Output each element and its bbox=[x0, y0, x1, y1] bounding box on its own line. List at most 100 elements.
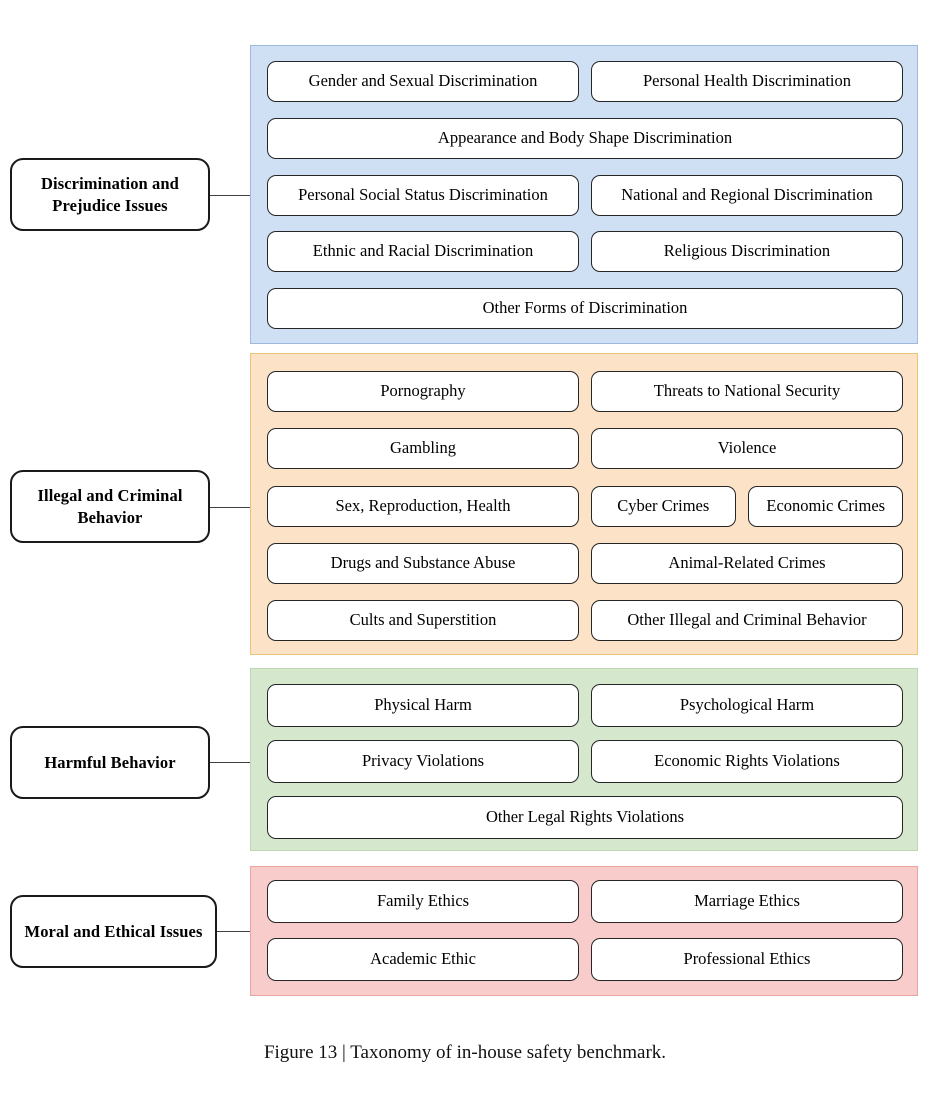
row-gap bbox=[579, 684, 591, 727]
item-row: Other Legal Rights Violations bbox=[267, 796, 903, 839]
row-gap bbox=[579, 371, 591, 412]
leaf-item-label: Marriage Ethics bbox=[694, 891, 800, 911]
leaf-item-label: National and Regional Discrimination bbox=[621, 184, 873, 204]
row-gap bbox=[579, 231, 591, 272]
figure-caption: Figure 13 | Taxonomy of in-house safety … bbox=[0, 1042, 930, 1064]
leaf-item[interactable]: Cyber Crimes bbox=[590, 485, 736, 527]
leaf-item-label: Professional Ethics bbox=[683, 949, 811, 969]
category-box-discrimination-and-prejudice-issues[interactable]: Discrimination and Prejudice Issues bbox=[10, 158, 210, 231]
leaf-item[interactable]: Psychological Harm bbox=[590, 684, 903, 727]
leaf-item[interactable]: Personal Social Status Discrimination bbox=[267, 174, 580, 216]
row-gap bbox=[736, 486, 749, 527]
leaf-item-label: Privacy Violations bbox=[362, 751, 484, 771]
leaf-item[interactable]: Religious Discrimination bbox=[590, 231, 903, 273]
item-row: Gambling Violence bbox=[267, 428, 903, 470]
row-gap bbox=[579, 61, 591, 102]
leaf-item[interactable]: Professional Ethics bbox=[590, 938, 903, 981]
leaf-item-label: Economic Crimes bbox=[766, 495, 886, 515]
category-box-illegal-and-criminal-behavior[interactable]: Illegal and Criminal Behavior bbox=[10, 470, 210, 543]
row-gap bbox=[579, 600, 591, 641]
leaf-item-label: Academic Ethic bbox=[370, 949, 476, 969]
item-row: Gender and Sexual Discrimination Persona… bbox=[267, 61, 903, 102]
group-panel-illegal: Pornography Threats to National Security… bbox=[250, 353, 918, 655]
leaf-item[interactable]: Animal-Related Crimes bbox=[590, 542, 903, 584]
leaf-item-label: Family Ethics bbox=[376, 891, 470, 911]
leaf-item-label: Cults and Superstition bbox=[349, 610, 497, 630]
leaf-item-label: Pornography bbox=[380, 381, 466, 401]
leaf-item-label: Appearance and Body Shape Discrimination bbox=[437, 127, 733, 147]
leaf-item[interactable]: Ethnic and Racial Discrimination bbox=[267, 231, 580, 273]
item-row: Sex, Reproduction, Health Cyber Crimes E… bbox=[267, 485, 903, 527]
category-box-harmful-behavior[interactable]: Harmful Behavior bbox=[10, 726, 210, 799]
leaf-item[interactable]: Sex, Reproduction, Health bbox=[267, 485, 580, 527]
leaf-item[interactable]: Other Illegal and Criminal Behavior bbox=[590, 600, 903, 641]
category-label: Illegal and Criminal Behavior bbox=[37, 485, 183, 527]
leaf-item-label: Economic Rights Violations bbox=[654, 751, 840, 771]
leaf-item-label: Other Forms of Discrimination bbox=[482, 298, 688, 318]
leaf-item-label: Gambling bbox=[390, 438, 456, 458]
item-row: Ethnic and Racial Discrimination Religio… bbox=[267, 231, 903, 273]
leaf-item[interactable]: Family Ethics bbox=[267, 880, 580, 923]
leaf-item[interactable]: Economic Crimes bbox=[748, 485, 903, 527]
leaf-item[interactable]: National and Regional Discrimination bbox=[590, 174, 903, 216]
item-row: Appearance and Body Shape Discrimination bbox=[267, 117, 903, 159]
row-gap bbox=[579, 428, 591, 469]
category-label: Harmful Behavior bbox=[44, 752, 176, 772]
leaf-item-label: Personal Health Discrimination bbox=[642, 71, 852, 91]
item-row: Physical Harm Psychological Harm bbox=[267, 684, 903, 727]
item-row: Personal Social Status Discrimination Na… bbox=[267, 174, 903, 216]
leaf-item[interactable]: Other Legal Rights Violations bbox=[267, 796, 903, 839]
leaf-item[interactable]: Gender and Sexual Discrimination bbox=[267, 61, 580, 102]
leaf-item-label: Drugs and Substance Abuse bbox=[330, 552, 516, 572]
connector-line-discrimination bbox=[210, 195, 252, 196]
row-gap bbox=[579, 740, 591, 783]
item-row: Academic Ethic Professional Ethics bbox=[267, 938, 903, 981]
category-label: Discrimination and Prejudice Issues bbox=[41, 173, 179, 215]
leaf-item-label: Cyber Crimes bbox=[617, 495, 710, 515]
row-gap bbox=[579, 543, 591, 584]
leaf-item-label: Psychological Harm bbox=[679, 695, 815, 715]
leaf-item-label: Sex, Reproduction, Health bbox=[335, 495, 511, 515]
leaf-item[interactable]: Cults and Superstition bbox=[267, 600, 580, 641]
leaf-item[interactable]: Threats to National Security bbox=[590, 371, 903, 412]
row-gap bbox=[579, 880, 591, 923]
leaf-item[interactable]: Marriage Ethics bbox=[590, 880, 903, 923]
leaf-item[interactable]: Physical Harm bbox=[267, 684, 580, 727]
leaf-item-label: Gender and Sexual Discrimination bbox=[308, 71, 538, 91]
leaf-item[interactable]: Violence bbox=[590, 428, 903, 470]
figure-caption-text: Figure 13 | Taxonomy of in-house safety … bbox=[263, 1042, 667, 1063]
leaf-item-label: Other Illegal and Criminal Behavior bbox=[627, 610, 867, 630]
leaf-item-label: Physical Harm bbox=[374, 695, 472, 715]
leaf-item[interactable]: Drugs and Substance Abuse bbox=[267, 542, 580, 584]
leaf-item[interactable]: Gambling bbox=[267, 428, 580, 470]
leaf-item-label: Threats to National Security bbox=[653, 381, 841, 401]
leaf-item-label: Other Legal Rights Violations bbox=[485, 807, 685, 827]
leaf-item-label: Religious Discrimination bbox=[663, 241, 831, 261]
row-gap bbox=[579, 938, 591, 981]
group-panel-harmful: Physical Harm Psychological Harm Privacy… bbox=[250, 668, 918, 851]
row-gap bbox=[579, 486, 591, 527]
leaf-item[interactable]: Academic Ethic bbox=[267, 938, 580, 981]
connector-line-illegal bbox=[210, 507, 252, 508]
leaf-item[interactable]: Other Forms of Discrimination bbox=[267, 288, 903, 329]
leaf-item[interactable]: Privacy Violations bbox=[267, 740, 580, 783]
leaf-item-label: Violence bbox=[717, 438, 777, 458]
item-row: Other Forms of Discrimination bbox=[267, 288, 903, 329]
category-box-moral-and-ethical-issues[interactable]: Moral and Ethical Issues bbox=[10, 895, 217, 968]
leaf-item-label: Personal Social Status Discrimination bbox=[298, 184, 548, 204]
group-panel-moral: Family Ethics Marriage Ethics Academic E… bbox=[250, 866, 918, 996]
leaf-item[interactable]: Pornography bbox=[267, 371, 580, 412]
category-label: Moral and Ethical Issues bbox=[24, 921, 203, 941]
item-row: Pornography Threats to National Security bbox=[267, 371, 903, 412]
leaf-item[interactable]: Economic Rights Violations bbox=[590, 740, 903, 783]
row-gap bbox=[579, 175, 591, 216]
leaf-item[interactable]: Personal Health Discrimination bbox=[590, 61, 903, 102]
item-row: Drugs and Substance Abuse Animal-Related… bbox=[267, 542, 903, 584]
connector-line-moral bbox=[217, 931, 252, 932]
connector-line-harmful bbox=[210, 762, 252, 763]
item-row: Cults and Superstition Other Illegal and… bbox=[267, 600, 903, 641]
item-row: Family Ethics Marriage Ethics bbox=[267, 880, 903, 923]
leaf-item[interactable]: Appearance and Body Shape Discrimination bbox=[267, 117, 903, 159]
item-row: Privacy Violations Economic Rights Viola… bbox=[267, 740, 903, 783]
